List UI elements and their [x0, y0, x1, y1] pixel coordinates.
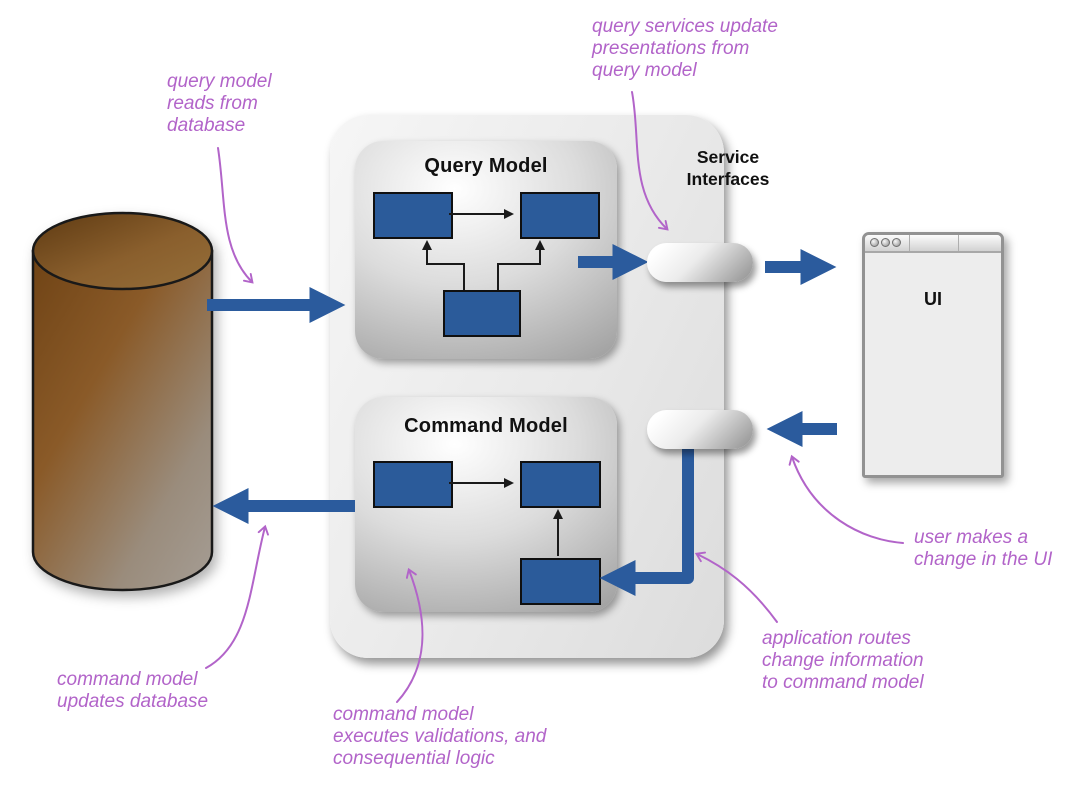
annotation-command-model-executes: command model executes validations, and … — [333, 704, 547, 769]
command-service-interface-pill — [647, 410, 753, 449]
query-service-interface-pill — [647, 243, 753, 282]
ui-window-label: UI — [924, 289, 942, 309]
window-button-icon — [892, 238, 901, 247]
query-model-node-bottom — [443, 290, 521, 337]
query-model-title: Query Model — [424, 155, 548, 177]
titlebar-divider — [958, 235, 959, 251]
ui-window: UI — [862, 232, 1004, 478]
command-model-title: Command Model — [404, 415, 568, 437]
database-cylinder-body — [31, 249, 214, 592]
query-model-node-left — [373, 192, 453, 239]
window-button-icon — [870, 238, 879, 247]
annotation-user-makes-change: user makes a change in the UI — [914, 527, 1053, 570]
titlebar-divider — [909, 235, 910, 251]
database-cylinder-top — [31, 211, 214, 291]
command-model-node-right — [520, 461, 601, 508]
service-interfaces-label: Service Interfaces — [686, 147, 770, 189]
annotation-curve-query-model-reads — [217, 147, 254, 284]
database-cylinder — [31, 211, 214, 592]
annotation-curve-command-model-updates — [205, 524, 269, 669]
command-model-node-left — [373, 461, 453, 508]
window-button-icon — [881, 238, 890, 247]
ui-window-titlebar — [865, 235, 1001, 253]
command-model-node-bottom — [520, 558, 601, 605]
annotation-query-model-reads: query model reads from database — [167, 71, 272, 136]
annotation-command-model-updates: command model updates database — [57, 669, 209, 712]
query-model-node-right — [520, 192, 600, 239]
annotation-query-services-update: query services update presentations from… — [592, 16, 778, 81]
annotation-application-routes: application routes change information to… — [762, 628, 924, 693]
